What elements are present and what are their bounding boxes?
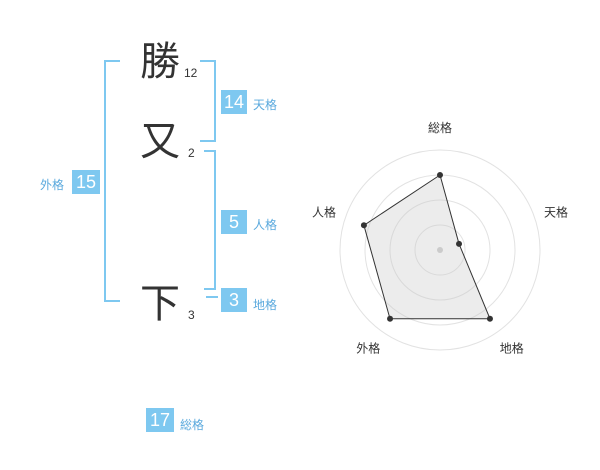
radar-axis-label-5: 人格 (312, 204, 336, 219)
name-char-3: 下 (140, 281, 180, 327)
chikaku-label: 地格 (253, 298, 278, 312)
radar-center (437, 247, 443, 253)
radar-ring (339, 149, 541, 351)
radar-axis-label-3: 地格 (500, 341, 524, 356)
name-char-1: 勝 (140, 39, 180, 85)
stroke-count-1: 12 (184, 66, 198, 80)
radar-point-2 (456, 240, 463, 247)
jinkaku-bracket (204, 150, 216, 290)
tenkaku-value: 14 (221, 90, 247, 114)
radar-point-1 (437, 172, 443, 178)
gaikaku-label: 外格 (40, 178, 65, 192)
radar-point-4 (387, 315, 394, 322)
name-char-2: 又 (140, 119, 180, 165)
radar-point-3 (486, 315, 493, 322)
tenkaku-bracket (200, 60, 216, 142)
radar-axis-label-4: 外格 (356, 341, 380, 356)
radar-axis-label-2: 天格 (544, 204, 568, 219)
radar-ring (389, 199, 491, 301)
chikaku-bracket (206, 296, 218, 298)
radar-axis-label-1: 総格 (428, 120, 452, 135)
jinkaku-value: 5 (221, 210, 247, 234)
radar-polygon (363, 174, 491, 320)
gaikaku-bracket (104, 60, 120, 302)
soukaku-value: 17 (146, 408, 174, 432)
jinkaku-label: 人格 (253, 218, 278, 232)
radar-ring (414, 224, 466, 276)
stroke-count-2: 2 (188, 146, 195, 160)
stroke-count-3: 3 (188, 308, 195, 322)
soukaku-label: 総格 (180, 418, 205, 432)
radar-point-5 (360, 222, 367, 229)
tenkaku-label: 天格 (253, 98, 278, 112)
gaikaku-value: 15 (72, 170, 100, 194)
chikaku-value: 3 (221, 288, 247, 312)
